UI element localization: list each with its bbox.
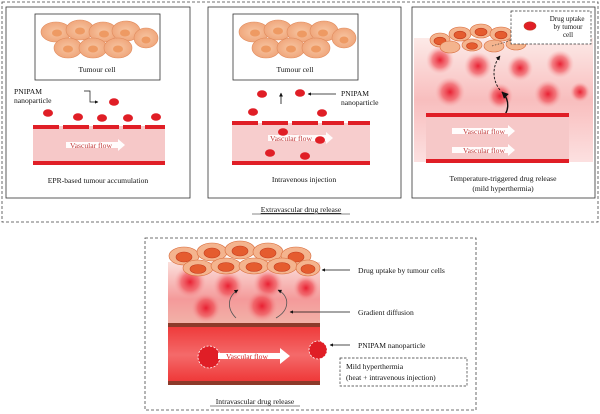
panel2-tumour-label: Tumour cell: [276, 65, 313, 74]
panel1-caption: EPR-based tumour accumulation: [48, 176, 149, 185]
panel1-tumour-label: Tumour cell: [78, 65, 115, 74]
intravascular-section-frame: [144, 237, 477, 411]
panel1-nanoparticles: [43, 98, 161, 122]
panel3-flow-label-2: Vascular flow: [463, 146, 505, 155]
panel2-nanoparticle-text: PNIPAM: [341, 89, 369, 98]
panel1-flow-label: Vascular flow: [70, 141, 112, 150]
panel3-vessel: [426, 113, 569, 163]
panel3-uptake-text-line-3: cell: [563, 31, 573, 39]
panel3-dotted-connector: [491, 39, 513, 47]
panel3-caption-line1: Temperature-triggered drug release: [450, 174, 558, 183]
panel2-vessel: [232, 121, 370, 165]
panel1-tumour-cells: [40, 19, 159, 59]
bottom-release-blobs: [174, 266, 319, 323]
uptake-label: Drug uptake by tumour cells: [358, 266, 445, 275]
panel2-nanoparticle-text-line-2: nanoparticle: [341, 98, 379, 107]
panel3-uptake-text: Drug uptake: [550, 15, 585, 23]
panel1-nanoparticle-label: PNIPAM nanoparticle: [14, 87, 52, 105]
diffusion-label: Gradient diffusion: [358, 308, 414, 317]
panel2-flow-label: Vascular flow: [270, 134, 312, 143]
panel1-nanoparticle-text: PNIPAM: [14, 87, 42, 96]
panel1-nanoparticle-arrow: [84, 90, 99, 104]
panel3-uptake-text-line-2: by tumour: [554, 23, 584, 31]
hyperthermia-box: [339, 357, 468, 387]
panel2-tumour-cells: [238, 19, 357, 59]
hyperthermia-line2: (heat + intravenous injection): [346, 373, 436, 382]
nanoparticle-label: PNIPAM nanoparticle: [358, 341, 426, 350]
hyperthermia-line1: Mild hyperthermia: [346, 362, 404, 371]
panel2-caption: Intravenous injection: [272, 175, 337, 184]
intravascular-caption: Intravascular drug release: [216, 397, 295, 406]
panel3-flow-label-1: Vascular flow: [463, 127, 505, 136]
panel1-nanoparticle-text-line-2: nanoparticle: [14, 96, 52, 105]
bottom-flow-label: Vascular flow: [226, 352, 268, 361]
extravascular-section-frame: [1, 1, 599, 223]
panel3-caption-line2: (mild hyperthermia): [472, 184, 534, 193]
panel1-vessel: [33, 125, 165, 165]
bottom-vessel: [168, 323, 328, 385]
panel2-nanoparticle-label: PNIPAM nanoparticle: [341, 89, 379, 107]
extravascular-caption: Extravascular drug release: [261, 205, 342, 214]
bottom-tumour-cells: [168, 240, 321, 277]
panel3-uptake-cell-nucleus: [523, 21, 537, 31]
